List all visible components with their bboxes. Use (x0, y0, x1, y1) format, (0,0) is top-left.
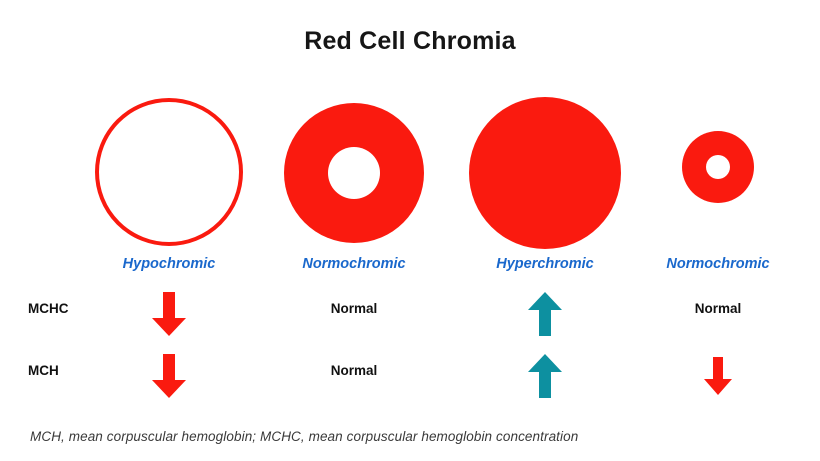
chromia-label-normochromic-2: Normochromic (666, 256, 770, 272)
row-label-mchc: MCHC (28, 301, 69, 316)
red-cell-hypochromic (95, 98, 243, 246)
arrow-up-icon (528, 292, 562, 336)
arrow-head (528, 292, 562, 310)
chromia-label-hypochromic: Hypochromic (122, 256, 216, 272)
arrow-down-icon (704, 357, 732, 395)
chromia-label-normochromic-1: Normochromic (302, 256, 406, 272)
arrow-down-icon (152, 292, 186, 336)
red-cell-hyperchromic (469, 97, 621, 249)
arrow-head (152, 380, 186, 398)
arrow-shaft (163, 292, 175, 320)
chromia-label-hyperchromic: Hyperchromic (496, 256, 594, 272)
arrow-head (704, 379, 732, 395)
arrow-head (152, 318, 186, 336)
value-mch-normochromic: Normal (330, 363, 378, 378)
central-pallor (706, 155, 730, 179)
page-title: Red Cell Chromia (304, 27, 516, 55)
central-pallor (328, 147, 380, 199)
arrow-down-icon (152, 354, 186, 398)
arrow-up-icon (528, 354, 562, 398)
arrow-shaft (539, 308, 551, 336)
row-label-mch: MCH (28, 363, 59, 378)
value-mchc-normochromic-2: Normal (694, 301, 742, 316)
red-cell-normochromic-small (682, 131, 754, 203)
red-cell-normochromic-large (284, 103, 424, 243)
arrow-shaft (163, 354, 175, 382)
arrow-head (528, 354, 562, 372)
arrow-shaft (713, 357, 723, 381)
value-mchc-normochromic: Normal (330, 301, 378, 316)
footnote: MCH, mean corpuscular hemoglobin; MCHC, … (30, 429, 579, 444)
arrow-shaft (539, 370, 551, 398)
